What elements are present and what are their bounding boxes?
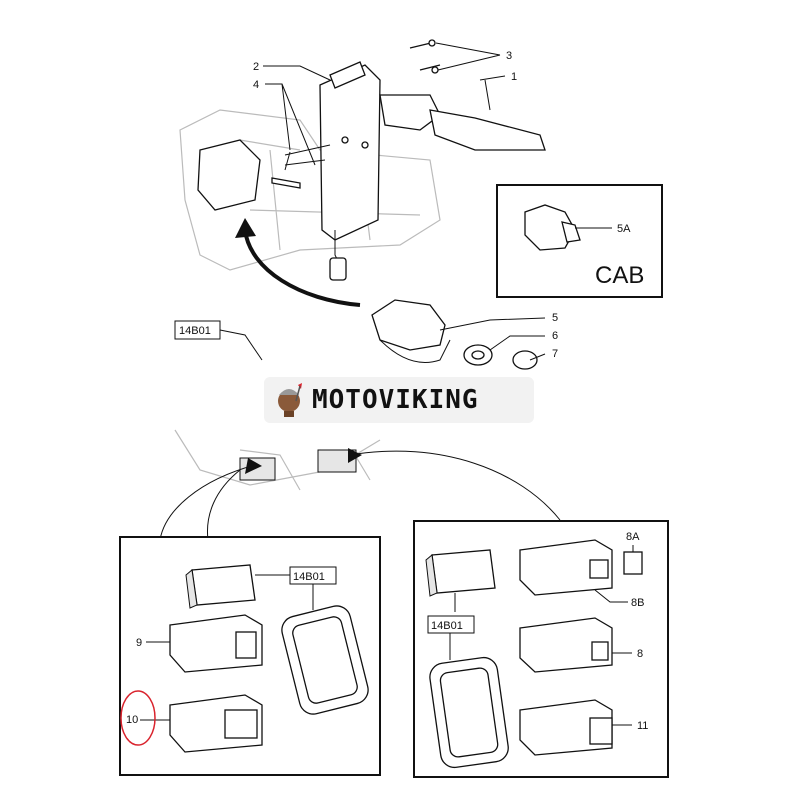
- callout-14b01-top: 14B01: [179, 325, 211, 337]
- top-callouts: 3 1 2 4 5 6 7: [253, 42, 558, 361]
- callout-11: 11: [637, 720, 648, 732]
- callout-8: 8: [637, 648, 643, 660]
- brand-logo: MOTOVIKING: [264, 377, 534, 423]
- callout-5a: 5A: [617, 223, 631, 235]
- brand-name: MOTOVIKING: [312, 385, 479, 415]
- callout-10: 10: [126, 714, 138, 726]
- viking-mascot-icon: [278, 383, 302, 417]
- callout-14b01-left: 14B01: [293, 571, 325, 583]
- column-switch-assembly: [197, 39, 546, 281]
- right-switch-panel: 14B01 8A 8B 8 11: [413, 520, 669, 778]
- callout-2: 2: [253, 61, 259, 73]
- arrowhead: [235, 218, 256, 238]
- callout-6: 6: [552, 330, 558, 342]
- callout-1: 1: [511, 71, 517, 83]
- callout-14b01-right: 14B01: [431, 620, 463, 632]
- callout-8b: 8B: [631, 597, 644, 609]
- cab-label: CAB: [595, 262, 644, 289]
- assembly-arrow: [243, 229, 361, 307]
- ignition-switch: [371, 299, 538, 370]
- callout-7: 7: [552, 348, 558, 360]
- callout-10-highlight: [120, 690, 156, 746]
- left-switch-panel: 14B01 9 10: [119, 536, 381, 776]
- callout-4: 4: [253, 79, 259, 91]
- cab-inset: 5A CAB: [496, 184, 663, 298]
- callout-9: 9: [136, 637, 142, 649]
- callout-5: 5: [552, 312, 558, 324]
- callout-8a: 8A: [626, 531, 640, 543]
- callout-3: 3: [506, 50, 512, 62]
